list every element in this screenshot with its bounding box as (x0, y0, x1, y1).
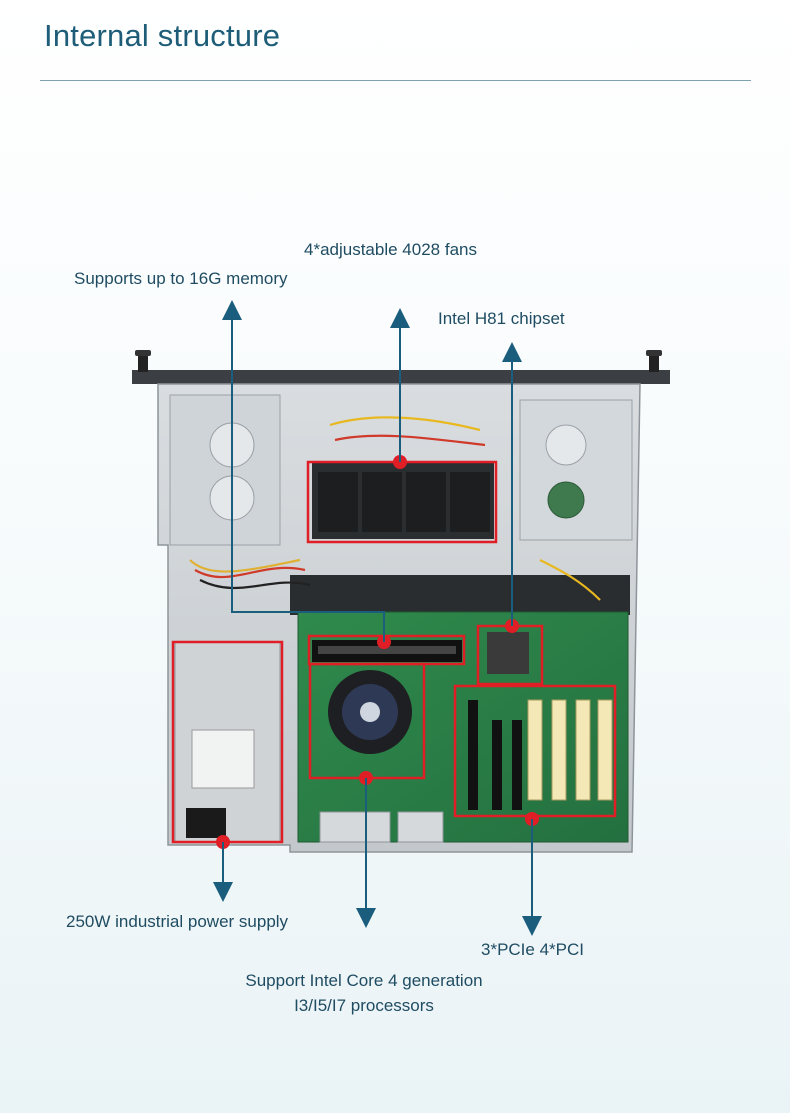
power-supply-unit (174, 641, 281, 843)
motherboard (297, 611, 629, 843)
memory-pointer (222, 300, 385, 642)
title-divider (40, 80, 751, 81)
cpu-label-line2: I3/I5/I7 processors (294, 996, 434, 1015)
pci-slots-label: 3*PCIe 4*PCI (481, 940, 584, 959)
cable-bundle (189, 416, 601, 601)
chipset-label: Intel H81 chipset (438, 309, 565, 328)
page-title: Internal structure (44, 18, 281, 53)
memory-label: Supports up to 16G memory (74, 269, 288, 288)
power-supply-label: 250W industrial power supply (66, 912, 289, 931)
fans-label: 4*adjustable 4028 fans (304, 240, 477, 259)
fan-assembly (312, 463, 494, 539)
cpu-label-line1: Support Intel Core 4 generation (245, 971, 483, 990)
callout-pointers (213, 300, 542, 936)
